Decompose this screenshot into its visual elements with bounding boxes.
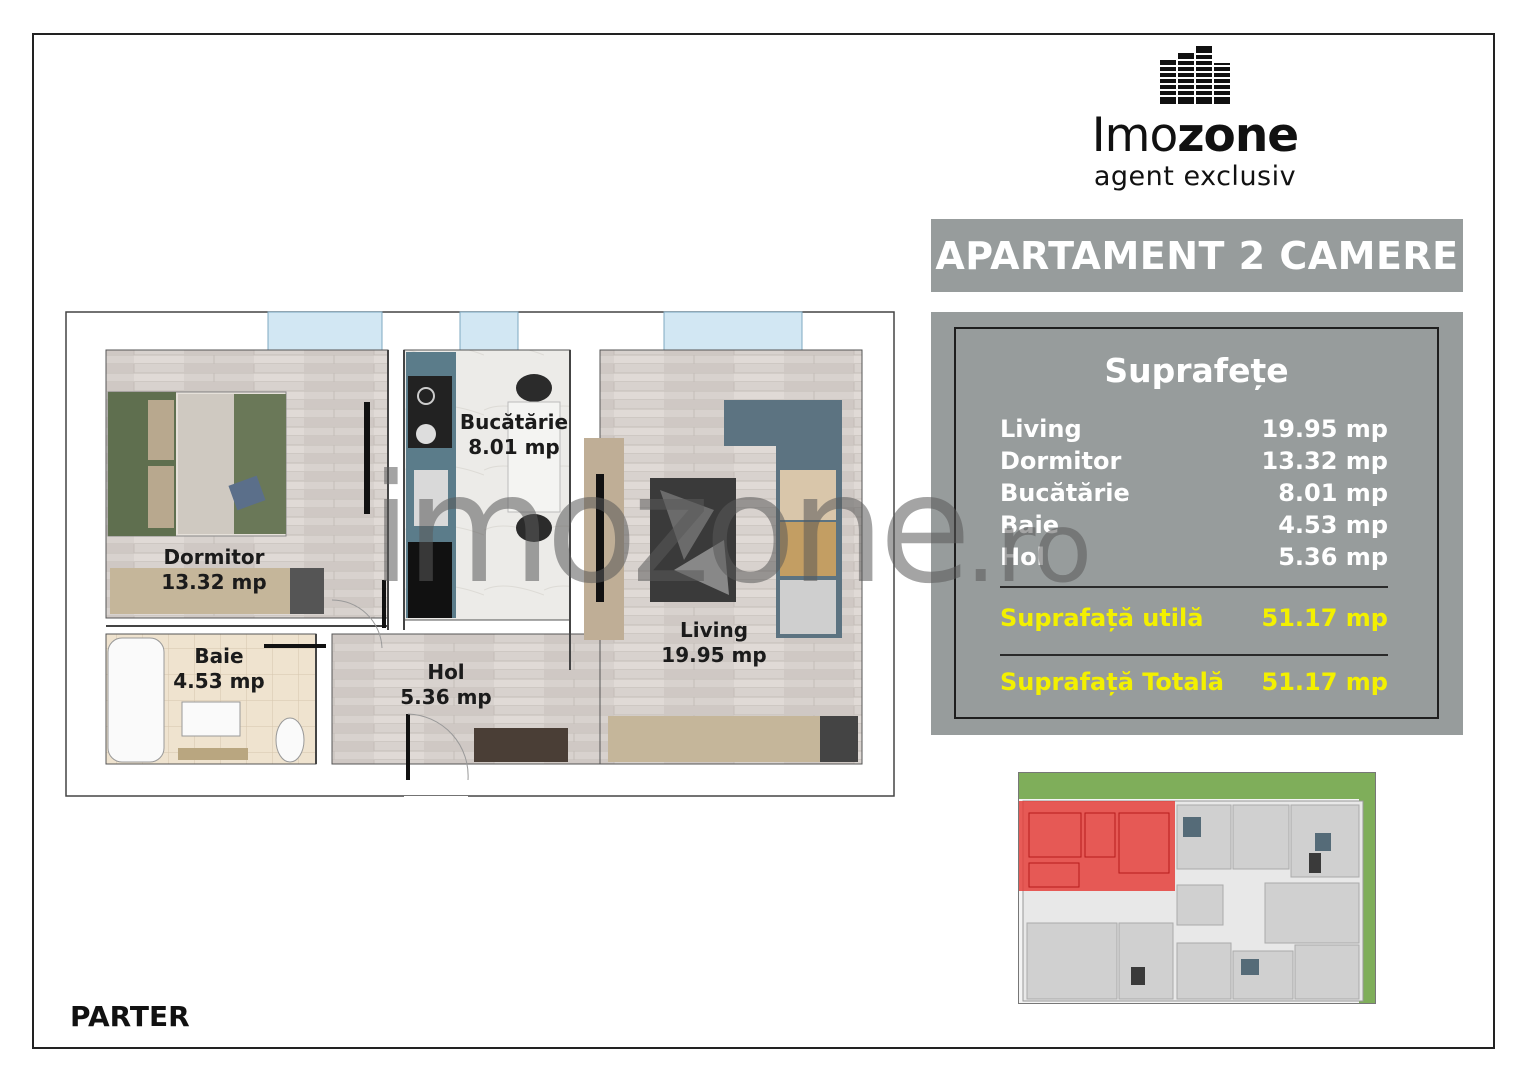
area-value: 13.32 mp xyxy=(1261,447,1388,475)
areas-divider xyxy=(1000,654,1388,656)
site-plan-thumbnail xyxy=(1018,772,1376,1004)
total-area-row: Suprafață Totală 51.17 mp xyxy=(1000,668,1388,696)
title-banner: APARTAMENT 2 CAMERE xyxy=(931,219,1463,292)
brand-name-part1: Imo xyxy=(1091,108,1178,163)
room-name: Baie xyxy=(194,644,244,668)
area-name: Baie xyxy=(1000,511,1059,539)
brand-wordmark: Imozone xyxy=(1060,110,1330,162)
floor-plan-drawing xyxy=(65,311,895,798)
watermark-suffix: .ro xyxy=(965,492,1093,604)
areas-heading: Suprafețe xyxy=(1104,351,1289,390)
room-area: 4.53 mp xyxy=(173,669,265,693)
area-name: Hol xyxy=(1000,543,1045,571)
watermark: imozone.ro xyxy=(370,455,1092,623)
area-row: Baie 4.53 mp xyxy=(1000,509,1388,541)
room-hol: Hol 5.36 mp xyxy=(390,660,502,710)
area-value: 19.95 mp xyxy=(1261,415,1388,443)
room-dormitor: Dormitor 13.32 mp xyxy=(144,545,284,595)
area-row: Bucătărie 8.01 mp xyxy=(1000,477,1388,509)
area-name: Living xyxy=(1000,415,1082,443)
useful-area-row: Suprafață utilă 51.17 mp xyxy=(1000,604,1388,632)
areas-list: Living 19.95 mp Dormitor 13.32 mp Bucătări… xyxy=(1000,413,1388,573)
area-name: Dormitor xyxy=(1000,447,1122,475)
room-name: Bucătărie xyxy=(459,410,569,434)
room-area: 19.95 mp xyxy=(661,643,767,667)
page-title: APARTAMENT 2 CAMERE xyxy=(935,233,1459,278)
room-area: 13.32 mp xyxy=(161,570,267,594)
useful-area-label: Suprafață utilă xyxy=(1000,604,1204,632)
useful-area-value: 51.17 mp xyxy=(1261,604,1388,632)
brand-tagline: agent exclusiv xyxy=(1093,161,1297,192)
room-name: Dormitor xyxy=(163,545,265,569)
room-area: 5.36 mp xyxy=(400,685,492,709)
floor-plan: Dormitor 13.32 mp Bucătărie 8.01 mp Livi… xyxy=(64,310,896,798)
room-baie: Baie 4.53 mp xyxy=(164,644,274,694)
buildings-icon xyxy=(1158,46,1232,104)
total-area-label: Suprafață Totală xyxy=(1000,668,1225,696)
area-value: 5.36 mp xyxy=(1278,543,1388,571)
watermark-main: imozone xyxy=(370,443,971,617)
brand-logo: Imozone agent exclusiv xyxy=(1060,44,1330,192)
brand-name-part2: zone xyxy=(1177,108,1299,163)
area-value: 8.01 mp xyxy=(1278,479,1388,507)
area-row: Hol 5.36 mp xyxy=(1000,541,1388,573)
area-name: Bucătărie xyxy=(1000,479,1130,507)
room-living: Living 19.95 mp xyxy=(654,618,774,668)
area-row: Living 19.95 mp xyxy=(1000,413,1388,445)
site-plan-drawing xyxy=(1019,773,1375,1003)
areas-panel: Suprafețe Living 19.95 mp Dormitor 13.32 m… xyxy=(931,312,1463,735)
page-frame xyxy=(32,33,1495,1049)
floor-level-label: PARTER xyxy=(70,1000,190,1033)
areas-panel-border: Suprafețe Living 19.95 mp Dormitor 13.32 m… xyxy=(954,327,1439,719)
room-area: 8.01 mp xyxy=(468,435,560,459)
area-row: Dormitor 13.32 mp xyxy=(1000,445,1388,477)
areas-divider xyxy=(1000,586,1388,588)
total-area-value: 51.17 mp xyxy=(1261,668,1388,696)
room-name: Hol xyxy=(427,660,465,684)
area-value: 4.53 mp xyxy=(1278,511,1388,539)
room-name: Living xyxy=(679,618,749,642)
room-bucatarie: Bucătărie 8.01 mp xyxy=(452,410,576,460)
